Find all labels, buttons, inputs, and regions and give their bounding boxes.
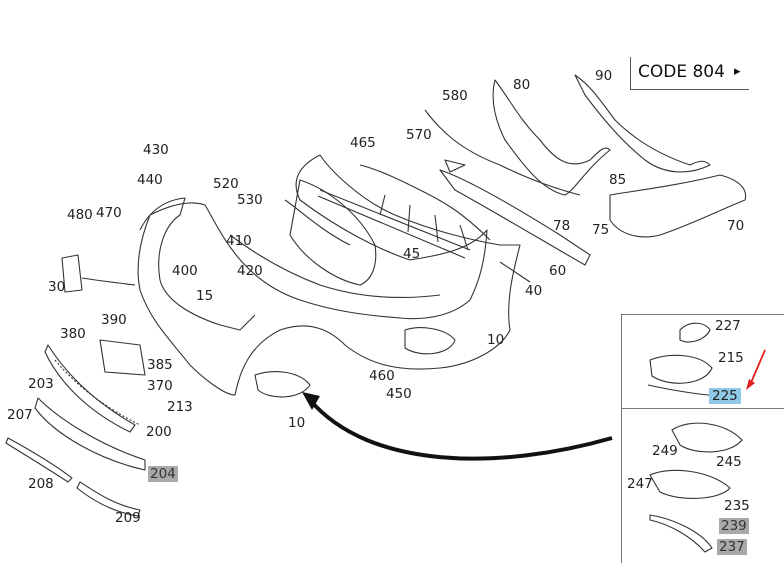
label-10[interactable]: 10 bbox=[288, 415, 306, 431]
label-235[interactable]: 235 bbox=[724, 498, 750, 514]
detail-inset bbox=[621, 314, 784, 563]
label-200[interactable]: 200 bbox=[146, 424, 172, 440]
inset-245 bbox=[671, 422, 743, 453]
label-237[interactable]: 237 bbox=[717, 539, 747, 555]
inset-247-grille bbox=[649, 469, 731, 499]
label-60[interactable]: 60 bbox=[549, 263, 567, 279]
label-410[interactable]: 410 bbox=[226, 233, 252, 249]
label-385[interactable]: 385 bbox=[147, 357, 173, 373]
inset-237-strip bbox=[649, 514, 713, 553]
label-580[interactable]: 580 bbox=[442, 88, 468, 104]
red-pointer bbox=[749, 349, 766, 386]
inset-divider bbox=[621, 408, 784, 409]
label-390[interactable]: 390 bbox=[101, 312, 127, 328]
label-400[interactable]: 400 bbox=[172, 263, 198, 279]
label-227[interactable]: 227 bbox=[715, 318, 741, 334]
label-78[interactable]: 78 bbox=[553, 218, 571, 234]
strip-203 bbox=[34, 397, 146, 471]
label-440[interactable]: 440 bbox=[137, 172, 163, 188]
label-225-selected[interactable]: 225 bbox=[709, 388, 741, 404]
label-470[interactable]: 470 bbox=[96, 205, 122, 221]
label-203[interactable]: 203 bbox=[28, 376, 54, 392]
label-450[interactable]: 450 bbox=[386, 386, 412, 402]
label-480[interactable]: 480 bbox=[67, 207, 93, 223]
fog-opening-left bbox=[254, 371, 311, 398]
label-213[interactable]: 213 bbox=[167, 399, 193, 415]
label-209[interactable]: 209 bbox=[115, 510, 141, 526]
label-45[interactable]: 45 bbox=[403, 246, 421, 262]
label-40[interactable]: 40 bbox=[525, 283, 543, 299]
callout-arrow bbox=[308, 398, 613, 461]
label-80[interactable]: 80 bbox=[513, 77, 531, 93]
part-30 bbox=[61, 254, 83, 293]
label-245[interactable]: 245 bbox=[716, 454, 742, 470]
label-380[interactable]: 380 bbox=[60, 326, 86, 342]
arrow-right-icon: ▸ bbox=[734, 64, 741, 79]
label-520[interactable]: 520 bbox=[213, 176, 239, 192]
strip-208 bbox=[5, 437, 73, 483]
impact-bar bbox=[439, 169, 591, 266]
label-460[interactable]: 460 bbox=[369, 368, 395, 384]
code-label-box: CODE 804 ▸ bbox=[630, 57, 749, 90]
inset-227 bbox=[679, 322, 711, 343]
label-15[interactable]: 15 bbox=[196, 288, 214, 304]
label-420[interactable]: 420 bbox=[237, 263, 263, 279]
label-75[interactable]: 75 bbox=[592, 222, 610, 238]
grille-lower-200 bbox=[44, 344, 136, 433]
label-90[interactable]: 90 bbox=[595, 68, 613, 84]
label-10[interactable]: 10 bbox=[487, 332, 505, 348]
label-530[interactable]: 530 bbox=[237, 192, 263, 208]
bracket-90 bbox=[574, 74, 711, 173]
label-85[interactable]: 85 bbox=[609, 172, 627, 188]
label-30[interactable]: 30 bbox=[48, 279, 66, 295]
plate-370 bbox=[99, 339, 146, 376]
bracket-70 bbox=[609, 174, 747, 238]
label-370[interactable]: 370 bbox=[147, 378, 173, 394]
bumper-cover bbox=[137, 154, 521, 396]
fog-opening-right bbox=[404, 327, 456, 355]
label-570[interactable]: 570 bbox=[406, 127, 432, 143]
strip-209 bbox=[76, 481, 141, 517]
label-204[interactable]: 204 bbox=[148, 466, 178, 482]
wiring-harness bbox=[359, 164, 491, 251]
label-70[interactable]: 70 bbox=[727, 218, 745, 234]
grille-frame bbox=[289, 179, 377, 286]
cover-left-arc bbox=[139, 197, 256, 331]
label-247[interactable]: 247 bbox=[627, 476, 653, 492]
label-207[interactable]: 207 bbox=[7, 407, 33, 423]
label-215[interactable]: 215 bbox=[718, 350, 744, 366]
label-465[interactable]: 465 bbox=[350, 135, 376, 151]
label-249[interactable]: 249 bbox=[652, 443, 678, 459]
inset-215 bbox=[649, 354, 713, 384]
label-430[interactable]: 430 bbox=[143, 142, 169, 158]
bracket-80 bbox=[492, 79, 611, 196]
cable-570 bbox=[424, 109, 581, 196]
code-label: CODE 804 bbox=[638, 62, 725, 82]
label-208[interactable]: 208 bbox=[28, 476, 54, 492]
label-239[interactable]: 239 bbox=[719, 518, 749, 534]
